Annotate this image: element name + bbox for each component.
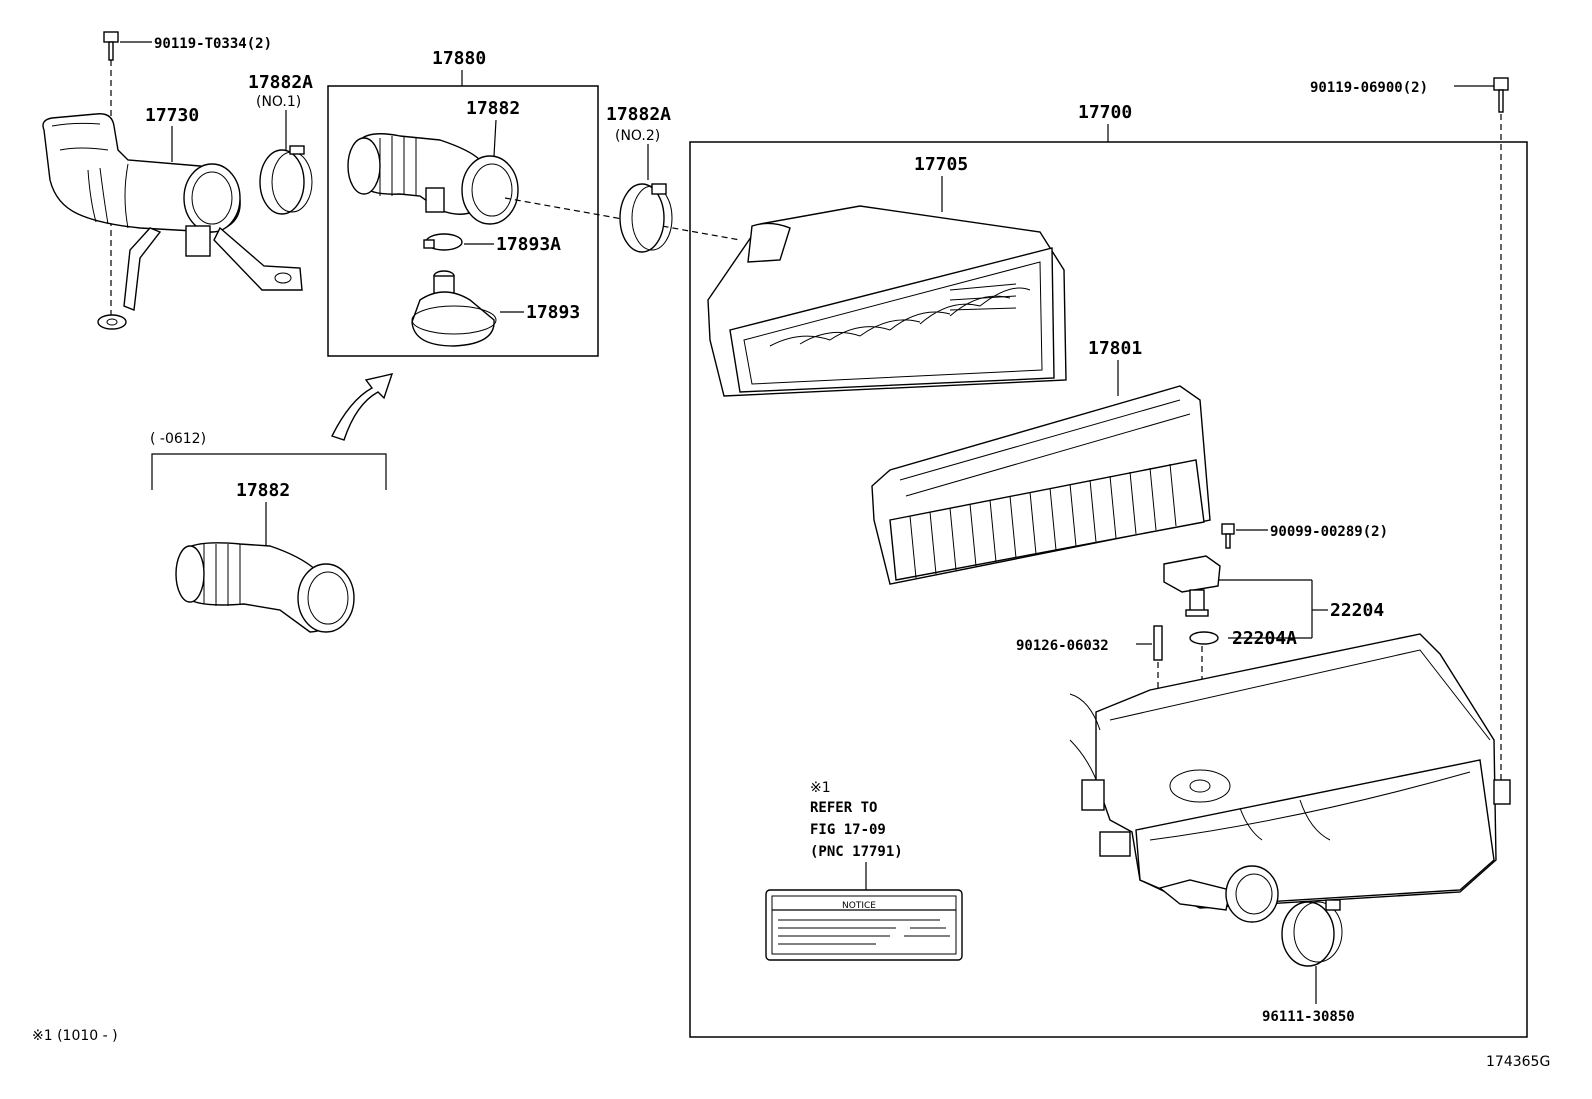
label-old-range: ( -0612) bbox=[150, 431, 206, 447]
clamp-17882A-no2-icon bbox=[619, 183, 673, 253]
figure-id: 174365G bbox=[1486, 1054, 1550, 1070]
footnote: ※1 (1010 - ) bbox=[32, 1028, 118, 1044]
label-clamp-no1-sub: (NO.1) bbox=[256, 94, 301, 110]
label-bolt-90119-T0334: 90119-T0334(2) bbox=[154, 36, 272, 52]
label-hose-17730: 17730 bbox=[145, 105, 199, 126]
label-clamp-no2-sub: (NO.2) bbox=[615, 128, 660, 144]
note-line-3: (PNC 17791) bbox=[810, 844, 903, 860]
label-bolt-90119-06900: 90119-06900(2) bbox=[1310, 80, 1428, 96]
air-cleaner-cap-17705-drawing bbox=[707, 205, 1067, 397]
label-assy-17700: 17700 bbox=[1078, 102, 1132, 123]
intake-hose-17730-drawing bbox=[42, 113, 303, 330]
bolt-90119-06900-icon bbox=[1493, 77, 1509, 113]
label-old-hose-17882: 17882 bbox=[236, 480, 290, 501]
clamp-17893A-icon bbox=[423, 233, 463, 251]
label-clamp-17882A-no1: 17882A bbox=[248, 72, 313, 93]
group-17880-frame bbox=[327, 85, 599, 357]
label-group-17880: 17880 bbox=[432, 48, 486, 69]
label-cap-17705: 17705 bbox=[914, 154, 968, 175]
screw-90099-00289-icon bbox=[1221, 523, 1235, 549]
stud-90126-06032-icon bbox=[1153, 625, 1163, 661]
o-ring-22204A-icon bbox=[1189, 631, 1219, 645]
air-filter-element-17801-drawing bbox=[871, 385, 1211, 585]
clamp-96111-30850-icon bbox=[1281, 899, 1343, 967]
label-element-17801: 17801 bbox=[1088, 338, 1142, 359]
bolt-90119-T0334-icon bbox=[103, 31, 119, 61]
replacement-arrow-icon bbox=[331, 373, 394, 441]
label-stud-90126-06032: 90126-06032 bbox=[1016, 638, 1109, 654]
note-mark: ※1 bbox=[810, 780, 831, 796]
label-resonator-17893: 17893 bbox=[526, 302, 580, 323]
notice-title: NOTICE bbox=[842, 901, 876, 911]
label-o-ring-22204A: 22204A bbox=[1232, 628, 1297, 649]
resonator-17893-drawing bbox=[411, 270, 497, 347]
label-clamp-17882A-no2: 17882A bbox=[606, 104, 671, 125]
label-clamp-17893A: 17893A bbox=[496, 234, 561, 255]
old-hose-17882-drawing bbox=[175, 542, 355, 633]
label-hose-17882: 17882 bbox=[466, 98, 520, 119]
hose-17882-drawing bbox=[347, 133, 519, 225]
notice-label-drawing bbox=[765, 889, 963, 961]
label-clamp-96111-30850: 96111-30850 bbox=[1262, 1009, 1355, 1025]
label-screw-90099-00289: 90099-00289(2) bbox=[1270, 524, 1388, 540]
group-17700-frame bbox=[689, 141, 1528, 1038]
label-sensor-22204: 22204 bbox=[1330, 600, 1384, 621]
air-cleaner-case-drawing bbox=[1069, 633, 1511, 923]
note-line-2: FIG 17-09 bbox=[810, 822, 886, 838]
mass-air-flow-sensor-22204-drawing bbox=[1163, 555, 1221, 617]
old-range-bracket bbox=[151, 453, 387, 490]
clamp-17882A-no1-icon bbox=[259, 145, 313, 215]
note-line-1: REFER TO bbox=[810, 800, 877, 816]
